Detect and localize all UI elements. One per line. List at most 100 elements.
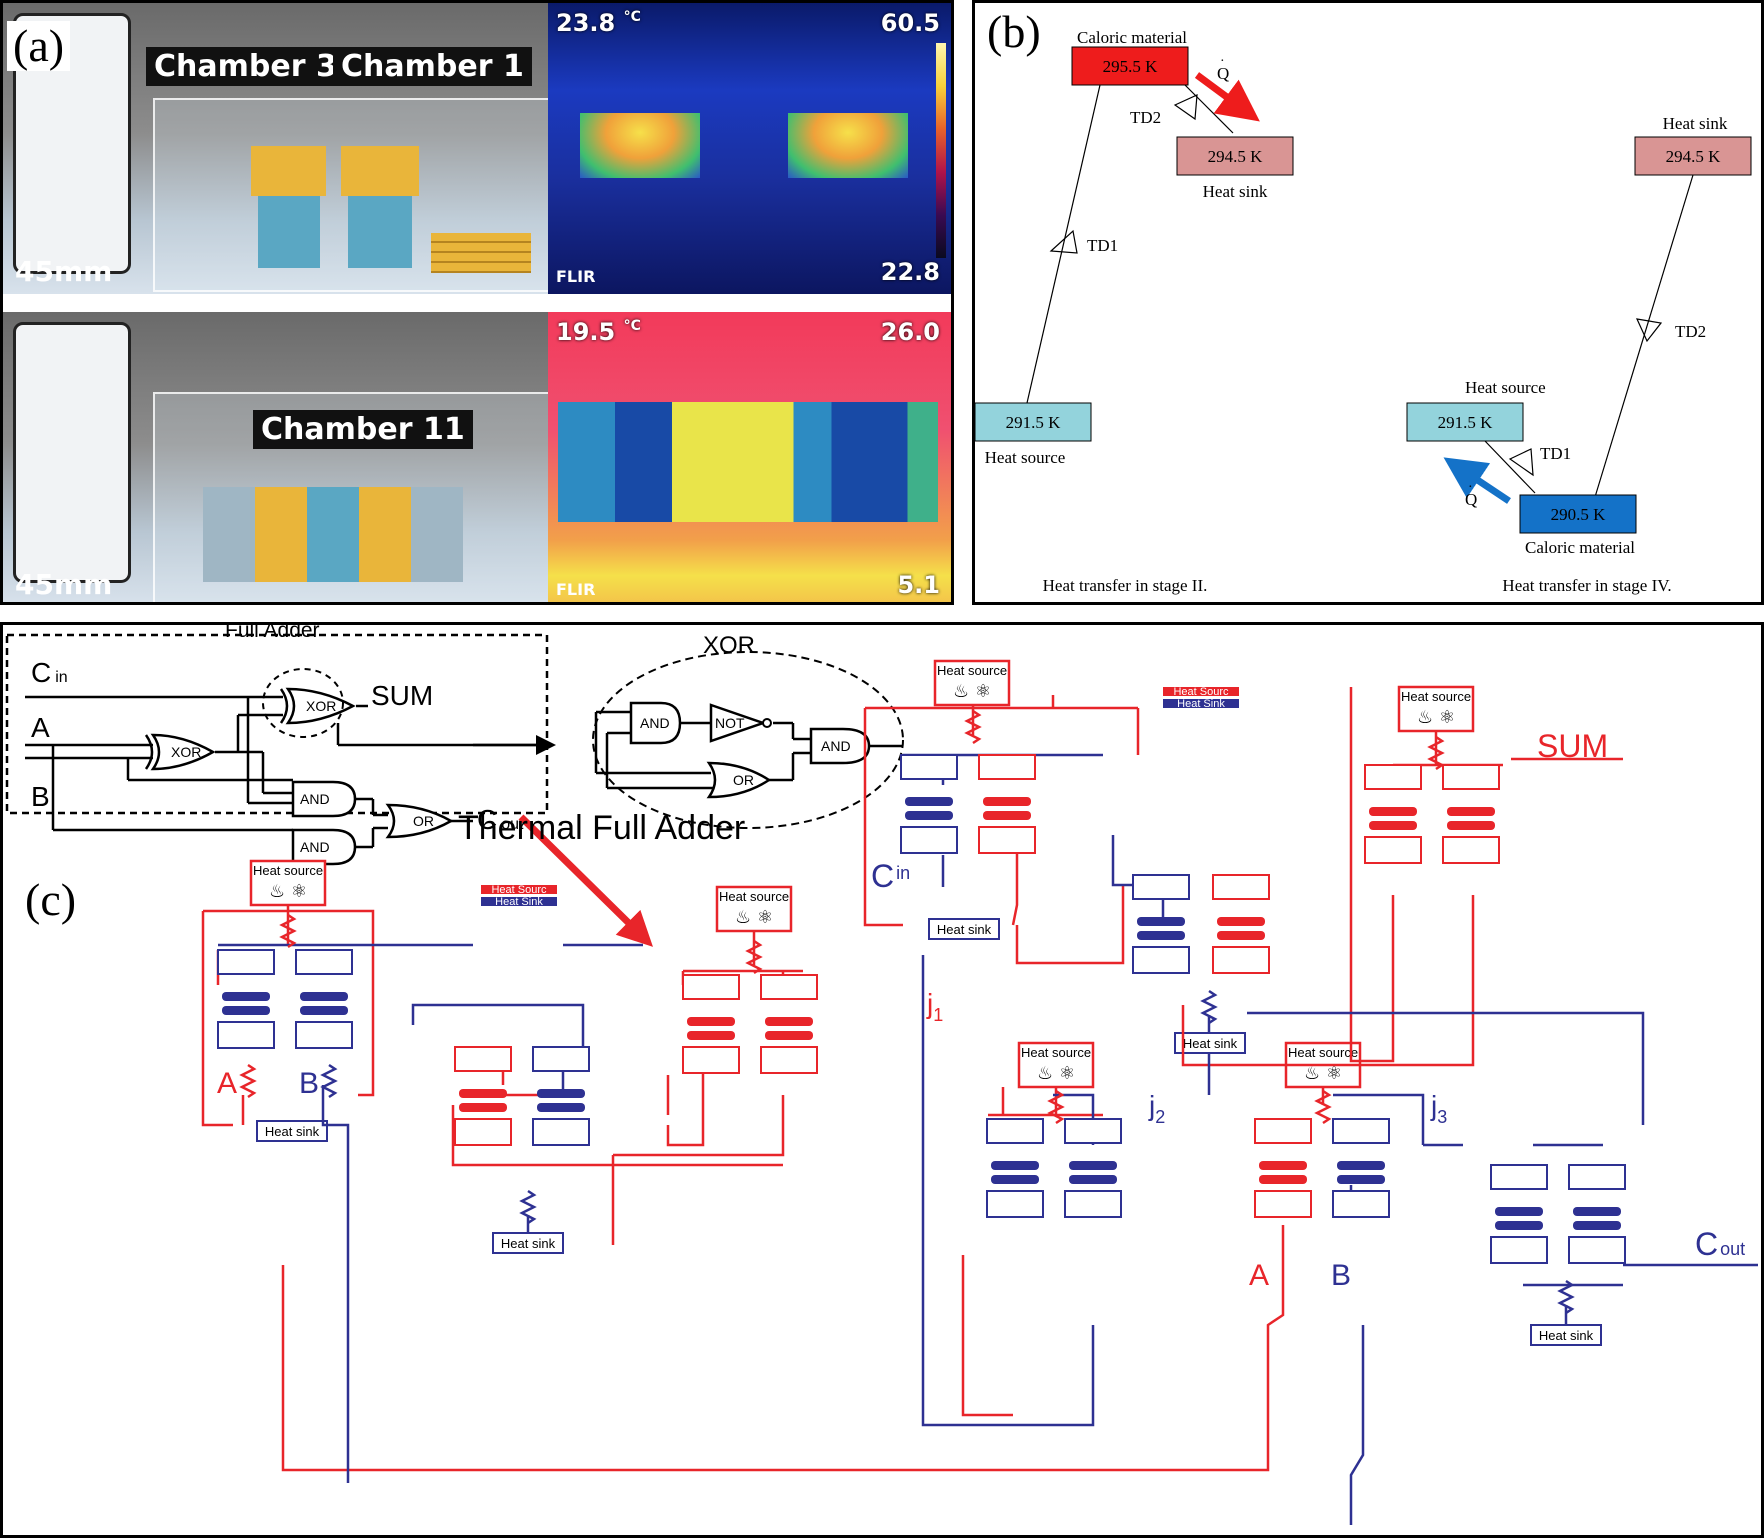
row-divider [3, 294, 951, 312]
source-temp-2: 291.5 K [1006, 413, 1062, 432]
thermal-min-label: 23.8 °C [556, 9, 641, 37]
chamber-11-label: Chamber 11 [253, 410, 473, 449]
caloric-box-2 [1071, 46, 1189, 86]
svg-text:Heat source: Heat source [719, 889, 789, 904]
xor-gate-1-label: XOR [171, 744, 201, 760]
not-gate [709, 703, 767, 743]
xor-or-gate-label: OR [733, 772, 754, 788]
device-block-1 [251, 146, 326, 196]
xor-gate-1-back [144, 734, 154, 770]
panel-a-label: (a) [7, 21, 71, 71]
cell-18 [1568, 1164, 1626, 1264]
cell-16 [1332, 1118, 1390, 1218]
heat-sink-4: Heat sink [1174, 1032, 1246, 1054]
panel-b: Caloric material 295.5 K TD2 Q · 294.5 K… [972, 0, 1764, 605]
battery-stack [431, 233, 531, 273]
caption-stage-4: Heat transfer in stage IV. [1502, 576, 1671, 595]
q-dot-4: · [1468, 480, 1473, 495]
svg-text:Heat source: Heat source [937, 663, 1007, 678]
svg-text:Heat source: Heat source [253, 863, 323, 878]
scale-bar-label: 45mm [15, 255, 113, 288]
td2-line-2 [1184, 84, 1234, 134]
svg-text:Heat Sink: Heat Sink [495, 896, 543, 908]
heat-source-2: Heat source ♨ ⚛ [715, 885, 793, 933]
xor-gate-1 [150, 733, 216, 771]
thermal-title: Thermal Full Adder [458, 809, 745, 847]
thermal-hot-right [788, 113, 908, 178]
heat-source-5: Heat source ♨ ⚛ [1017, 1041, 1095, 1089]
heat-sink-1: Heat sink [256, 1120, 328, 1142]
svg-text:Heat source: Heat source [1401, 689, 1471, 704]
thermal-a-label-2: A [1249, 1259, 1269, 1292]
panel-c-label: (c) [25, 874, 77, 925]
xor-final-and-label: AND [821, 738, 851, 754]
xor-highlight [262, 668, 344, 738]
td2-label-4: TD2 [1675, 322, 1706, 341]
heat-sink-2: Heat sink [492, 1232, 564, 1254]
td2-label-2: TD2 [1130, 108, 1161, 127]
mini-source-sink-2: Heat Sourc Heat Sink [1163, 686, 1239, 710]
heat-source-6: Heat source ♨ ⚛ [1284, 1041, 1362, 1089]
svg-text:Heat sink: Heat sink [1539, 1328, 1594, 1343]
svg-text:♨ ⚛: ♨ ⚛ [735, 907, 773, 928]
svg-text:♨ ⚛: ♨ ⚛ [1304, 1063, 1342, 1084]
svg-text:Heat Sourc: Heat Sourc [491, 884, 547, 896]
top-thermal: 23.8 °C 60.5 22.8 FLIR [548, 3, 951, 294]
sink-box-4 [1634, 136, 1752, 176]
b-label: B [31, 781, 50, 812]
svg-text:♨ ⚛: ♨ ⚛ [1417, 707, 1455, 728]
q-dot-2: · [1220, 54, 1225, 69]
caption-stage-2: Heat transfer in stage II. [1043, 576, 1208, 595]
caloric-box-4 [1519, 494, 1637, 534]
xor-detail-wires [594, 710, 903, 790]
thermal-low-label: 22.8 [880, 258, 940, 286]
heat-sink-5: Heat sink [1530, 1324, 1602, 1346]
caloric-label-4: Caloric material [1525, 538, 1635, 557]
td1-label-4: TD1 [1540, 444, 1571, 463]
phone-image-2 [13, 322, 131, 583]
cell-12 [1442, 764, 1500, 864]
svg-text:♨ ⚛: ♨ ⚛ [269, 881, 307, 902]
j1-label: j1 [926, 988, 943, 1025]
td1-diode-2 [1049, 229, 1078, 254]
td2-line-4 [1594, 174, 1694, 498]
chamber-1-label: Chamber 1 [333, 47, 532, 86]
cell-2 [295, 949, 353, 1049]
cell-13 [986, 1118, 1044, 1218]
and-gate-1-label: AND [300, 791, 330, 807]
source-title-4: Heat source [1465, 378, 1546, 397]
device-block-2-base [348, 196, 412, 268]
xor-and-gate [629, 701, 682, 745]
j3-label: j3 [1430, 1090, 1447, 1127]
sink-box-2 [1176, 136, 1294, 176]
cell-17 [1490, 1164, 1548, 1264]
cell-6 [760, 974, 818, 1074]
source-box-2 [975, 402, 1092, 442]
thermal-max-label: 60.5 [880, 9, 940, 37]
xor-final-and-gate [809, 727, 871, 765]
sink-title-4: Heat sink [1663, 114, 1728, 133]
sum-label: SUM [371, 680, 433, 711]
thermal-arrow [518, 814, 653, 947]
cell-10 [1212, 874, 1270, 974]
logic-wires [25, 695, 543, 849]
xor-detail-title: XOR [703, 632, 755, 659]
svg-text:Heat Sourc: Heat Sourc [1173, 686, 1229, 698]
blue-wires [218, 753, 1758, 1525]
caloric-title-2: Caloric material [1077, 28, 1187, 47]
cell-7 [900, 754, 958, 854]
q-label-4: Q [1465, 490, 1477, 509]
svg-text:Heat Sink: Heat Sink [1177, 698, 1225, 710]
sink-temp-2: 294.5 K [1208, 147, 1264, 166]
bottom-thermal: 19.5 °C 26.0 5.1 FLIR [548, 312, 951, 602]
heat-source-3: Heat source ♨ ⚛ [933, 659, 1011, 707]
full-adder-title: Full Adder [225, 625, 320, 642]
thermal-max-label-2: 26.0 [880, 318, 940, 346]
spring-7 [240, 1063, 256, 1099]
q-label-2: Q [1217, 64, 1229, 83]
